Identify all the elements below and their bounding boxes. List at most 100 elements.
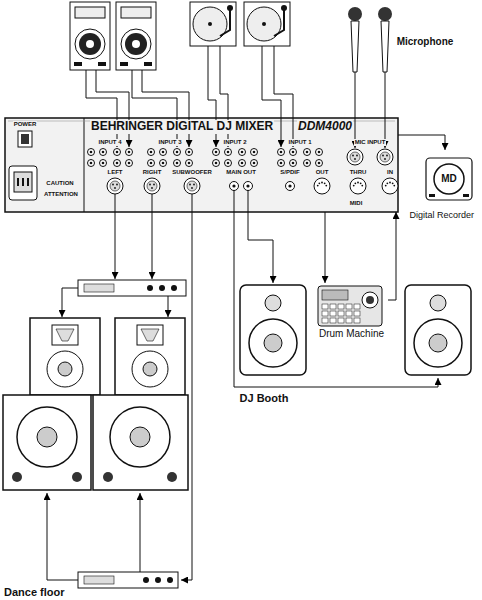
rca-jack	[239, 160, 246, 167]
rca-jack	[241, 162, 244, 165]
rca-jack	[100, 149, 107, 156]
din-jack	[317, 185, 319, 187]
microphone	[381, 21, 389, 72]
rca-jack	[318, 151, 321, 154]
cd-player	[132, 40, 140, 48]
cable	[168, 296, 169, 317]
top-speaker	[141, 329, 159, 341]
xlr-jack	[112, 184, 114, 186]
rca-jack	[280, 162, 283, 165]
cable	[140, 493, 141, 572]
cable	[47, 493, 78, 580]
top-speaker	[143, 362, 157, 376]
cable	[355, 72, 356, 148]
rca-jack	[88, 160, 95, 167]
panel-label: INPUT 2	[222, 139, 247, 146]
power-socket	[17, 178, 19, 186]
digital-recorder-drawing	[426, 158, 472, 200]
cable	[62, 288, 78, 317]
rca-jack	[280, 151, 283, 154]
rca-jack	[225, 160, 232, 167]
subwoofer	[167, 472, 177, 482]
booth-speaker	[430, 295, 446, 311]
rca-jack	[160, 160, 167, 167]
rca-jack	[102, 162, 105, 165]
panel-label: ATTENTION	[43, 191, 79, 198]
xlr-jack	[153, 184, 155, 186]
device-label: Dance floor	[3, 586, 66, 599]
drum-pad	[354, 318, 360, 323]
turntable	[190, 2, 236, 46]
rca-jack	[176, 151, 179, 154]
cable	[142, 70, 189, 147]
cable	[86, 70, 117, 147]
din-jack	[314, 178, 330, 194]
device-label: DJ Booth	[239, 392, 290, 405]
rca-jack	[290, 149, 297, 156]
booth-speaker	[414, 319, 462, 367]
subwoofer	[17, 407, 77, 467]
rca-jack	[304, 160, 311, 167]
drum-machine-drawing	[318, 286, 382, 326]
drum-machine: Drum Machine	[315, 283, 388, 343]
rca-jack	[304, 149, 311, 156]
power-socket	[22, 178, 24, 186]
drum-pad	[354, 311, 360, 316]
digital-recorder-drawing	[429, 194, 435, 197]
rca-jack	[215, 162, 218, 165]
rca-jack	[316, 160, 323, 167]
digital-recorder: MDDigital Recorder	[405, 150, 478, 224]
cd-player	[75, 7, 105, 18]
rca-jack	[148, 149, 155, 156]
drum-pad	[346, 318, 352, 323]
amplifier	[78, 280, 186, 296]
cable	[132, 70, 177, 147]
cd-player	[70, 2, 110, 70]
xlr-jack	[354, 158, 356, 160]
rca-jack	[114, 160, 121, 167]
turntable	[274, 8, 284, 36]
rca-jack	[278, 160, 285, 167]
din-jack	[392, 182, 394, 184]
rca-jack	[126, 149, 133, 156]
rca-jack	[232, 184, 235, 187]
din-jack	[386, 182, 388, 184]
drum-pad	[322, 311, 328, 316]
rca-jack	[253, 151, 256, 154]
turntable	[220, 8, 230, 36]
din-jack	[321, 182, 323, 184]
booth-speaker	[405, 285, 471, 375]
rca-jack	[162, 151, 165, 154]
drum-pad	[322, 304, 328, 309]
amplifier	[143, 577, 149, 583]
turntable	[244, 2, 290, 46]
xlr-jack	[184, 178, 200, 194]
panel-label: THRU	[349, 169, 368, 176]
top-speaker	[30, 318, 100, 395]
mixer-panel-drawing	[5, 118, 398, 212]
xlr-jack	[149, 184, 151, 186]
panel-label: OUT	[315, 169, 330, 176]
xlr-jack	[347, 149, 363, 165]
rca-jack	[286, 182, 295, 191]
microphone	[348, 7, 362, 21]
rca-jack	[318, 162, 321, 165]
subwoofer	[3, 395, 91, 490]
amplifier	[84, 576, 114, 584]
amplifier	[171, 285, 177, 291]
booth-speaker	[249, 319, 297, 367]
drum-pad	[330, 311, 336, 316]
din-jack	[324, 182, 326, 184]
din-jack	[350, 178, 366, 194]
booth-speaker	[240, 285, 306, 375]
cd-player	[86, 40, 94, 48]
subwoofer	[3, 395, 91, 490]
drum-pad	[354, 304, 360, 309]
xlr-jack	[144, 178, 160, 194]
mixer-panel-drawing	[5, 118, 398, 212]
power-switch	[18, 131, 32, 147]
panel-label: SUBWOOFER	[171, 169, 213, 176]
panel-label: INPUT 1	[287, 139, 312, 146]
rca-jack	[213, 149, 220, 156]
